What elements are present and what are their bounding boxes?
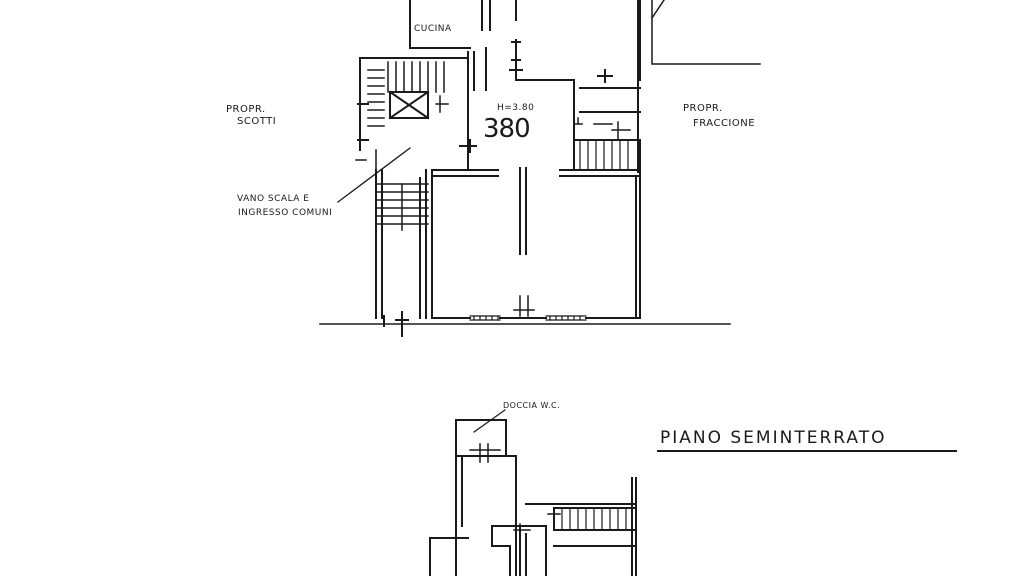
corridor-walls [467,39,575,171]
label-left-owner-1: PROPR. [226,104,266,115]
right-top-wing [651,0,761,65]
doccia-room [455,419,517,576]
right-room-walls [573,0,641,173]
entry-stairs [375,183,429,231]
label-height: H=3.80 [497,103,535,113]
label-cucina: CUCINA [414,24,452,34]
basement-walls [461,455,637,576]
facade-windows [469,315,587,321]
doccia-pointer-line [473,409,506,433]
label-doccia: DOCCIA W.C. [503,401,561,410]
basement-stairs [547,507,637,531]
stairwell-left [355,57,467,173]
stair-pointer-line [337,147,411,203]
label-height-number: 380 [483,114,531,144]
right-top-diagonal [650,0,665,20]
plan-title: PIANO SEMINTERRATO [660,428,887,448]
label-right-owner-1: PROPR. [683,103,723,114]
left-narrow-room [375,169,427,319]
basement-door-marks [513,523,531,537]
label-stair-2: INGRESSO COMUNI [238,208,333,218]
upper-floor-plan [319,0,761,337]
door-mark-main [459,139,477,153]
label-right-owner-2: FRACCIONE [693,118,756,129]
corridor-door-marks [509,41,523,71]
label-stair-1: VANO SCALA E [237,194,310,204]
label-left-owner-2: SCOTTI [237,116,277,127]
basement-lower-walls [429,525,637,576]
plan-title-underline [657,450,957,452]
main-room-walls [431,169,641,319]
stairwell-right [573,117,641,171]
doccia-fixtures [469,443,501,463]
door-mark-facade [513,295,535,317]
door-mark-right [597,69,613,83]
lower-floor-plan [429,409,637,576]
main-room-divider [519,167,527,255]
kitchen-walls [409,0,517,49]
